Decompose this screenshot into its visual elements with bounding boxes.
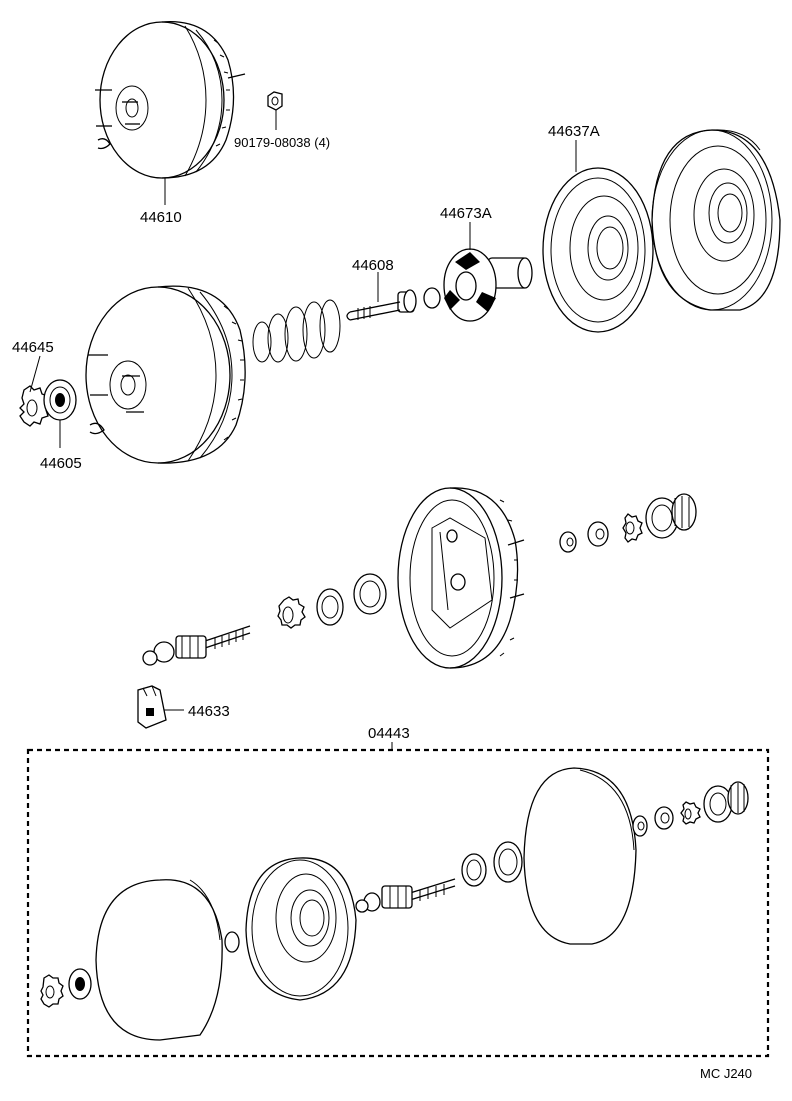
kit-cover-right xyxy=(523,767,637,945)
kit-boundary xyxy=(26,748,770,1058)
kit-seals xyxy=(461,841,523,887)
brake-booster-middle xyxy=(85,285,246,464)
valve-body-part xyxy=(443,248,533,322)
label-44673A: 44673A xyxy=(440,205,492,222)
label-44608: 44608 xyxy=(352,257,394,274)
kit-seals-right xyxy=(632,781,749,837)
label-44610: 44610 xyxy=(140,209,182,226)
return-spring xyxy=(252,299,341,363)
rear-shell xyxy=(397,487,525,669)
brake-booster-top xyxy=(95,21,246,179)
seal-set-left xyxy=(277,573,387,629)
label-44637A: 44637A xyxy=(548,123,600,140)
push-rod-part xyxy=(346,287,441,321)
label-nut: 90179-08038 (4) xyxy=(234,135,330,150)
label-44605: 44605 xyxy=(40,455,82,472)
diagram-code: MC J240 xyxy=(700,1066,752,1081)
kit-cover-left xyxy=(95,879,223,1041)
valve-rod-mid xyxy=(142,625,251,666)
seal-set-mid xyxy=(559,493,697,553)
front-shell xyxy=(651,129,781,311)
clip-part xyxy=(19,385,51,427)
bushing-part xyxy=(43,379,77,421)
kit-cap xyxy=(224,931,240,953)
label-04443: 04443 xyxy=(368,725,410,742)
diaphragm-plate xyxy=(542,167,654,333)
nut-part xyxy=(267,91,283,111)
kit-valve-rod xyxy=(355,878,456,913)
kit-diaphragm xyxy=(245,857,357,1001)
kit-clip xyxy=(40,968,92,1008)
label-44633: 44633 xyxy=(188,703,230,720)
label-44645: 44645 xyxy=(12,339,54,356)
retainer-part xyxy=(137,685,167,729)
